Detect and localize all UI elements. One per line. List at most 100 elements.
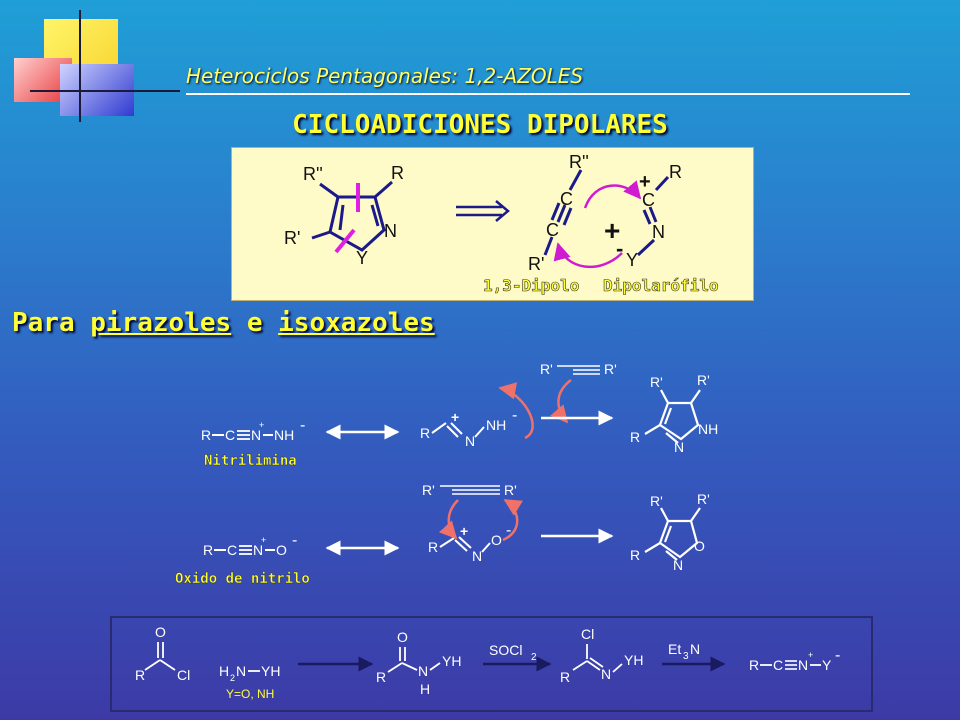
label-nitrilimina: Nitrilimina xyxy=(204,453,297,469)
row2-product-o: O xyxy=(694,538,705,554)
row1-dipole-minus: - xyxy=(300,417,305,434)
row1-mid-nh: NH xyxy=(486,417,506,433)
bottom-note: Y=O, NH xyxy=(226,687,274,701)
row2-dipole-plus: + xyxy=(261,535,266,545)
acyl-cl: Cl xyxy=(177,667,190,683)
row1-product-r: R xyxy=(630,429,640,445)
row2-dipole-o: O xyxy=(276,542,287,558)
bprod-y: Y xyxy=(822,657,832,673)
bottom-scheme: O R Cl H 2 N YH Y=O, NH O R N YH H SOCl … xyxy=(135,624,840,701)
ring-r-dbl: R'' xyxy=(303,164,323,184)
row2-product xyxy=(644,507,701,561)
row2-mid-plus: + xyxy=(460,523,468,539)
dipole-r: R xyxy=(669,162,682,182)
amide-o: O xyxy=(397,629,408,645)
row1-curved-arrow-right xyxy=(498,382,534,440)
row1-product xyxy=(644,389,701,444)
row2-product-n: N xyxy=(673,557,683,573)
row1-dipole-c: C xyxy=(225,427,235,443)
deco-vertical-line xyxy=(79,10,81,122)
amide-h: H xyxy=(420,681,430,697)
reagent-et-sub: 3 xyxy=(683,651,689,662)
row2-mid-n: N xyxy=(472,548,482,564)
row2-product-r2: R' xyxy=(697,491,710,507)
row1-mid-plus: + xyxy=(451,409,459,425)
row1-mid-r: R xyxy=(420,425,430,441)
row2-mid-o: O xyxy=(491,532,502,548)
reagent-et-n: N xyxy=(690,641,700,657)
section-heading: CICLOADICIONES DIPOLARES xyxy=(292,110,668,140)
row2-dipole: R C N + O - xyxy=(203,532,297,558)
subtitle-prefix: Para xyxy=(12,308,75,338)
dipole-n: N xyxy=(652,222,665,242)
row2-alkyne-right: R' xyxy=(504,482,517,498)
row2-curved-arrow-right xyxy=(502,498,523,542)
label-oxido-nitrilo: Oxido de nitrilo xyxy=(175,571,310,587)
row1-product-n: N xyxy=(674,439,684,455)
top-dipole xyxy=(636,175,670,257)
label-dipolarofilo: Dipolarófilo xyxy=(603,276,719,295)
row1-product-r2: R' xyxy=(697,372,710,388)
panel-plus: + xyxy=(604,215,620,246)
row2-dipole-c: C xyxy=(227,542,237,558)
subtitle-pirazoles: pirazoles xyxy=(90,308,232,338)
amine-h: H xyxy=(219,663,229,679)
row1-dipole-plus: + xyxy=(259,420,264,430)
top-scheme-panel xyxy=(231,147,754,301)
amine-sub: 2 xyxy=(230,673,235,683)
imidoyl-yh: YH xyxy=(624,652,643,668)
alkyne-c1: C xyxy=(560,189,573,209)
subtitle: Para pirazoles e isoxazoles xyxy=(12,308,435,338)
ring-r: R xyxy=(391,163,404,183)
amine-yh: YH xyxy=(261,663,280,679)
row1-product-nh: NH xyxy=(698,421,718,437)
dipole-y: Y xyxy=(626,250,638,270)
dipole-minus: - xyxy=(616,236,623,261)
title-divider xyxy=(186,93,910,95)
row2-mid-minus: - xyxy=(506,522,511,539)
alkyne-c2: C xyxy=(546,220,559,240)
deco-horizontal-line xyxy=(30,90,180,92)
row2-alkyne-left: R' xyxy=(422,482,435,498)
amide-r: R xyxy=(376,669,386,685)
imidoyl-n: N xyxy=(601,666,611,682)
row1-curved-arrow-left xyxy=(550,379,572,424)
curved-arrow-top xyxy=(583,180,642,209)
dipole-c: C xyxy=(642,190,655,210)
reagent-socl2: SOCl xyxy=(489,642,522,658)
acyl-o: O xyxy=(155,624,166,640)
row2-mid: R' R' R + N O - xyxy=(422,482,517,564)
row2-dipole-minus: - xyxy=(292,532,297,549)
top-alkyne xyxy=(543,169,583,256)
row1-dipole-r: R xyxy=(201,427,211,443)
amide-n: N xyxy=(418,663,428,679)
label-dipolo: 1,3-Dipolo xyxy=(483,276,579,295)
row2-dipole-r: R xyxy=(203,542,213,558)
subtitle-conj: e xyxy=(246,308,263,338)
page-title: Heterociclos Pentagonales: 1,2-AZOLES xyxy=(186,64,584,88)
amide-yh: YH xyxy=(442,653,461,669)
row1-dipole-n: N xyxy=(251,427,261,443)
pink-break-mark-2 xyxy=(334,228,356,254)
reagent-socl2-sub: 2 xyxy=(531,652,537,663)
reagent-et: Et xyxy=(668,641,681,657)
curved-arrow-bottom xyxy=(553,242,623,269)
subtitle-isoxazoles: isoxazoles xyxy=(278,308,435,338)
row1-mid: R' R' R + N NH - xyxy=(420,361,617,449)
bprod-plus: + xyxy=(808,650,813,660)
alkyne-r-dbl: R'' xyxy=(569,152,589,172)
row1-product-r1: R' xyxy=(650,374,663,390)
row2-product-r1: R' xyxy=(650,493,663,509)
retro-arrow xyxy=(456,200,510,222)
top-ring xyxy=(311,180,393,252)
bprod-r: R xyxy=(749,657,759,673)
amine-n: N xyxy=(236,663,246,679)
imidoyl-r: R xyxy=(560,669,570,685)
row1-mid-minus: - xyxy=(512,407,517,424)
dipole-plus: + xyxy=(639,171,651,193)
ring-r-prime: R' xyxy=(284,228,300,248)
row1-alkyne-left: R' xyxy=(540,361,553,377)
bprod-c: C xyxy=(773,657,783,673)
bprod-n: N xyxy=(798,657,808,673)
